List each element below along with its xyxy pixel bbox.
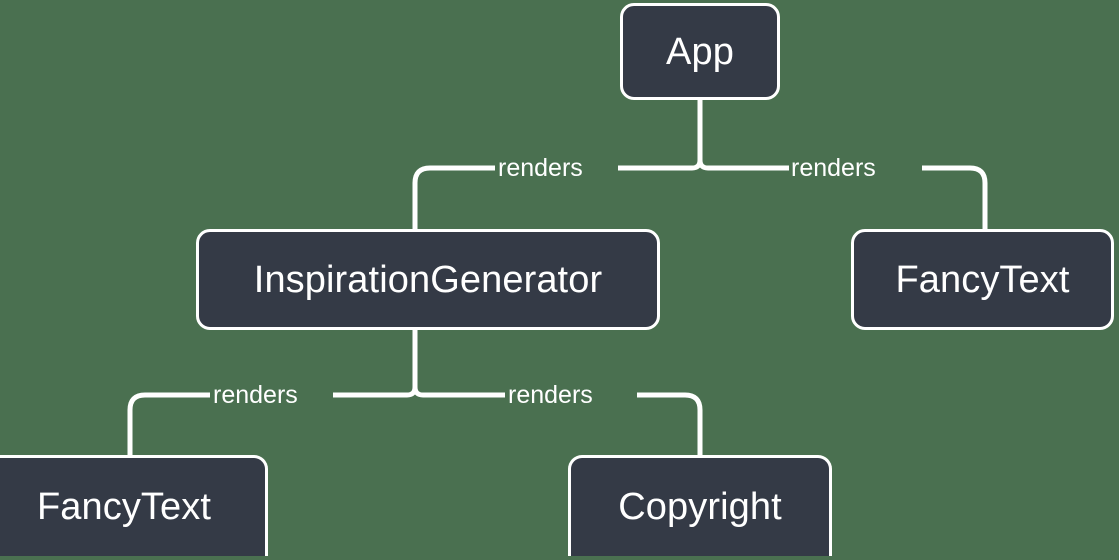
edge-app-to-inspiration xyxy=(412,165,495,229)
edge-inspiration-to-copyright xyxy=(637,392,703,455)
node-inspiration-generator[interactable]: InspirationGenerator xyxy=(196,229,660,330)
edge-app-junction-left xyxy=(618,159,703,171)
node-fancytext-right[interactable]: FancyText xyxy=(851,229,1114,330)
edge-inspiration-junction-left xyxy=(333,386,418,398)
edge-label-inspiration-to-fancytext-bottom: renders xyxy=(213,381,298,409)
edge-app-junction-right xyxy=(697,159,789,171)
node-copyright-label: Copyright xyxy=(618,486,782,528)
node-inspiration-generator-label: InspirationGenerator xyxy=(253,258,603,301)
edge-app-to-fancytext-right xyxy=(922,165,988,229)
edge-label-app-to-inspiration: renders xyxy=(498,154,583,182)
edge-label-app-to-fancytext-right: renders xyxy=(791,154,876,182)
node-fancytext-bottom-label: FancyText xyxy=(36,486,212,528)
edge-inspiration-to-fancytext-bottom xyxy=(127,392,210,455)
node-fancytext-right-label: FancyText xyxy=(895,258,1070,301)
edge-label-inspiration-to-copyright: renders xyxy=(508,381,593,409)
node-fancytext-bottom[interactable]: FancyText xyxy=(0,455,268,556)
node-app[interactable]: App xyxy=(620,3,780,100)
edge-inspiration-junction-right xyxy=(412,386,505,398)
node-app-label: App xyxy=(666,30,734,73)
node-copyright[interactable]: Copyright xyxy=(568,455,832,556)
